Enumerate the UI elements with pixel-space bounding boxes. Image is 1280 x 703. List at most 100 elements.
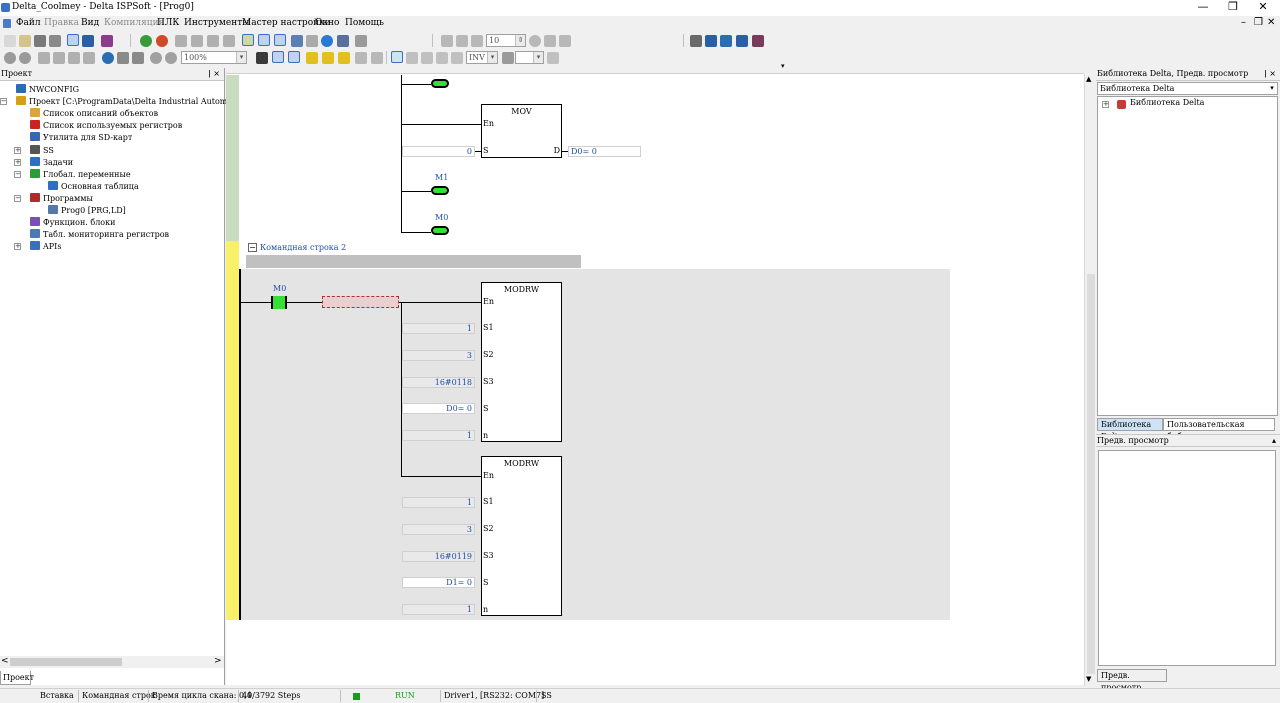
contact-type-combo[interactable]: ▾ <box>515 51 544 64</box>
modrw2-s1-value[interactable]: 1 <box>402 497 475 508</box>
coil-icon[interactable] <box>431 226 449 235</box>
tool-icon[interactable] <box>559 35 571 47</box>
tree-item[interactable]: Функцион. блоки <box>30 217 115 229</box>
scroll-up-icon[interactable]: ▲ <box>1086 75 1092 83</box>
menu-edit[interactable]: Правка <box>44 18 80 28</box>
tool-icon[interactable] <box>19 52 31 64</box>
copy-icon[interactable] <box>53 52 65 64</box>
horizontal-scrollbar[interactable]: < > <box>0 656 224 668</box>
tool-icon[interactable] <box>371 52 383 64</box>
scroll-down-icon[interactable]: ▼ <box>1086 675 1092 683</box>
tree-item[interactable]: SS <box>30 144 54 157</box>
minimize-button[interactable]: — <box>1197 0 1209 13</box>
editor-vertical-scrollbar[interactable]: ▲ ▼ <box>1084 74 1096 686</box>
tree-item[interactable]: Табл. мониторинга регистров <box>30 229 169 241</box>
tool-icon[interactable] <box>471 35 483 47</box>
modrw1-s3-value[interactable]: 16#0118 <box>402 377 475 388</box>
menu-plc[interactable]: ПЛК <box>157 18 180 28</box>
tree-item[interactable]: APIs <box>30 241 61 253</box>
online-icon[interactable] <box>274 34 286 46</box>
tool-icon[interactable] <box>117 52 129 64</box>
collapse-icon[interactable]: − <box>14 193 21 202</box>
mdi-close-button[interactable]: ✕ <box>1267 17 1276 28</box>
modrw1-n-value[interactable]: 1 <box>402 430 475 441</box>
zoom-out-icon[interactable] <box>165 52 177 64</box>
tree-item[interactable]: Глобал. переменные <box>30 168 131 181</box>
collapse-icon[interactable]: − <box>14 169 21 178</box>
menu-window[interactable]: Окно <box>315 18 340 28</box>
modrw-block-2[interactable]: MODRW En S1 S2 S3 S n <box>481 456 562 616</box>
menu-file[interactable]: Файл <box>16 18 41 28</box>
tool-icon[interactable] <box>223 35 235 47</box>
save-icon[interactable] <box>34 35 46 47</box>
tree-item[interactable]: NWCONFIG <box>16 84 79 96</box>
online-icon[interactable] <box>258 34 270 46</box>
expand-icon[interactable]: + <box>14 157 21 166</box>
coil-icon[interactable] <box>431 79 449 88</box>
tree-item[interactable]: Prog0 [PRG,LD] <box>48 205 126 217</box>
inv-combo[interactable]: INV ▾ <box>466 51 498 64</box>
collapse-icon[interactable]: − <box>0 97 7 106</box>
print-icon[interactable] <box>49 35 61 47</box>
tool-icon[interactable] <box>456 35 468 47</box>
menu-compile[interactable]: Компиляция <box>104 18 165 28</box>
tool-icon[interactable] <box>421 52 433 64</box>
scroll-left-icon[interactable]: < <box>1 656 9 666</box>
tool-icon[interactable] <box>175 35 187 47</box>
tab-user-library[interactable]: Пользовательская библиотека <box>1163 418 1275 441</box>
cut-icon[interactable] <box>38 52 50 64</box>
tree-item[interactable]: Список описаний объектов <box>30 108 158 120</box>
collapse-icon[interactable]: − <box>248 243 257 252</box>
tool-icon[interactable] <box>406 52 418 64</box>
scroll-thumb[interactable] <box>1087 274 1095 674</box>
pin-icon[interactable]: ǀ × <box>208 69 220 78</box>
chevron-down-icon[interactable]: ▾ <box>533 52 543 63</box>
tool-icon[interactable] <box>306 35 318 47</box>
network-2-label[interactable]: Командная строка 2 <box>260 243 347 252</box>
stop-icon[interactable] <box>156 35 168 47</box>
network-2-comment[interactable] <box>246 255 581 268</box>
library-icon[interactable] <box>101 35 113 47</box>
mov-s-value[interactable]: 0 <box>402 146 475 157</box>
new-icon[interactable] <box>4 35 16 47</box>
spin-icon[interactable]: ⇕ <box>515 35 525 46</box>
tool-icon[interactable] <box>291 35 303 47</box>
scroll-right-icon[interactable]: > <box>214 656 222 666</box>
tool-icon[interactable] <box>355 35 367 47</box>
zoom-in-icon[interactable] <box>150 52 162 64</box>
scroll-thumb[interactable] <box>10 658 122 666</box>
modrw2-s3-value[interactable]: 16#0119 <box>402 551 475 562</box>
expand-icon[interactable]: + <box>14 145 21 154</box>
zoom-combo[interactable]: 100% ▾ <box>181 51 247 64</box>
tool-icon[interactable] <box>736 35 748 47</box>
tool-icon[interactable] <box>355 52 367 64</box>
tab-delta-library[interactable]: Библиотека Delta <box>1097 418 1163 441</box>
menu-wizard[interactable]: Мастер настройки <box>242 18 331 28</box>
contact-icon[interactable] <box>271 296 287 309</box>
modrw2-s2-value[interactable]: 3 <box>402 524 475 535</box>
chevron-down-icon[interactable]: ▾ <box>1267 83 1277 94</box>
mdi-restore-button[interactable]: ❐ <box>1254 17 1263 28</box>
paste-icon[interactable] <box>68 52 80 64</box>
modrw-block-1[interactable]: MODRW En S1 S2 S3 S n <box>481 282 562 442</box>
info-icon[interactable] <box>321 35 333 47</box>
tool-icon[interactable] <box>529 35 541 47</box>
monitor-icon[interactable] <box>242 34 254 46</box>
chevron-down-icon[interactable]: ▾ <box>781 62 785 70</box>
mov-block[interactable]: MOV En S D <box>481 104 562 158</box>
collapse-icon[interactable]: ▴ <box>1271 436 1276 445</box>
tool-icon[interactable] <box>306 52 318 64</box>
tool-icon[interactable] <box>132 52 144 64</box>
tree-item[interactable]: Основная таблица <box>48 180 139 193</box>
layout-icon[interactable] <box>67 34 79 46</box>
restore-button[interactable]: ❐ <box>1228 0 1238 13</box>
tool-icon[interactable] <box>338 52 350 64</box>
open-icon[interactable] <box>19 35 31 47</box>
close-button[interactable]: ✕ <box>1258 0 1268 13</box>
chevron-down-icon[interactable]: ▾ <box>487 52 497 63</box>
tool-icon[interactable] <box>502 52 514 64</box>
modrw1-s1-value[interactable]: 1 <box>402 323 475 334</box>
mdi-minimize-button[interactable]: – <box>1241 17 1246 28</box>
coil-icon[interactable] <box>431 186 449 195</box>
tree-item[interactable]: Проект [C:\ProgramData\Delta Industrial … <box>16 96 270 108</box>
